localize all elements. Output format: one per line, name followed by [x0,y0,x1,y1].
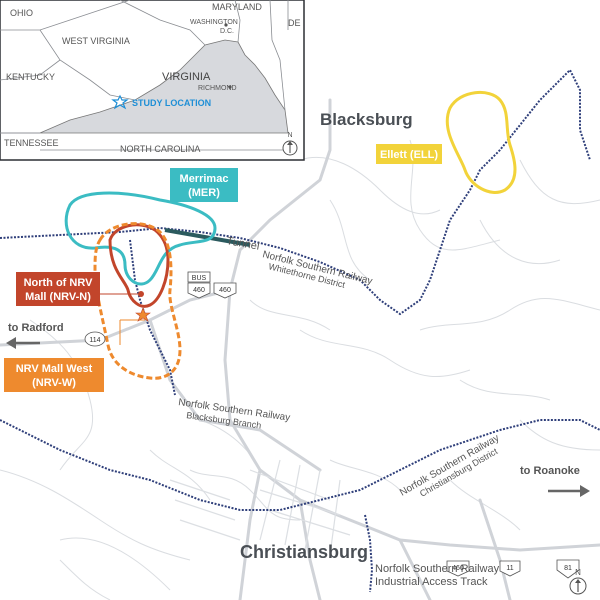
svg-text:11: 11 [506,565,513,572]
svg-text:460: 460 [219,287,231,294]
to-roanoke-direction: to Roanoke [520,465,590,497]
station-dot [138,291,144,297]
shield-us-460: 460 [213,282,237,299]
inset-west-virginia: WEST VIRGINIA [62,36,130,46]
town-street-grid [169,459,351,556]
svg-text:Ellett (ELL): Ellett (ELL) [380,149,438,161]
svg-text:(NRV-W): (NRV-W) [32,377,76,389]
inset-study-location: STUDY LOCATION [132,98,211,108]
inset-delaware: DE [288,18,301,28]
merrimac-boundary [64,191,217,286]
shield-460-label: 460 [193,287,205,294]
tunnel-label: Tunnel [225,235,260,253]
svg-text:N: N [287,132,292,139]
ellett-callout: Ellett (ELL) [376,144,442,164]
svg-text:114: 114 [89,337,100,344]
christiansburg-label: Christiansburg [240,542,368,562]
svg-text:81: 81 [564,565,572,572]
svg-text:(MER): (MER) [188,187,220,199]
tunnel-segment [164,228,251,247]
svg-text:NRV Mall West: NRV Mall West [16,363,93,375]
rail-christiansburg-district [0,419,600,511]
north-arrow-icon: N [569,568,587,595]
svg-text:to Radford: to Radford [8,322,64,334]
railways [0,68,600,593]
rail-label-industrial-2: Industrial Access Track [375,576,488,588]
svg-text:Merrimac: Merrimac [180,173,229,185]
shield-us-460-south: 460 [446,560,470,577]
rail-label-christiansburg-1: Norfolk Southern Railway [398,433,501,499]
inset-north-carolina: NORTH CAROLINA [120,144,200,154]
inset-north-arrow-icon: N [282,132,298,156]
station-star-icon [135,307,151,322]
inset-dc: D.C. [220,28,234,35]
inset-richmond: RICHMOND [198,85,237,92]
rail-blacksburg-branch [129,239,176,396]
left-arrow-icon [6,337,16,349]
inset-maryland: MARYLAND [212,2,262,12]
merrimac-callout: Merrimac (MER) [170,168,238,202]
shield-bus-label: BUS [192,275,207,282]
shield-route-11: 11 [499,560,521,577]
shield-interstate-81: 81 [556,559,580,579]
svg-text:N: N [575,568,581,577]
major-roads [0,98,600,600]
svg-text:to Roanoke: to Roanoke [520,465,580,477]
inset-ohio: OHIO [10,8,33,18]
ellett-boundary [445,90,517,194]
inset-virginia: VIRGINIA [162,71,211,83]
shield-route-114: 114 [84,331,106,347]
rail-whitethorne-district [0,68,591,316]
study-location-star-icon [111,94,129,110]
svg-text:460: 460 [452,565,464,572]
right-arrow-icon [580,485,590,497]
to-radford-direction: to Radford [6,322,64,349]
north-nrv-callout: North of NRV Mall (NRV-N) [16,272,100,306]
svg-text:Mall (NRV-N): Mall (NRV-N) [25,291,91,303]
blacksburg-label: Blacksburg [320,110,413,129]
richmond-dot [228,85,232,89]
washington-dot [224,23,228,27]
shield-bus-460: BUS 460 [187,271,211,299]
rail-label-industrial-1: Norfolk Southern Railway [375,563,500,575]
inset-washington: WASHINGTON [190,19,238,26]
inset-tennessee: TENNESSEE [4,138,59,148]
inset-kentucky: KENTUCKY [6,72,55,82]
rail-industrial-access [364,514,374,593]
nrv-west-callout: NRV Mall West (NRV-W) [4,358,104,392]
svg-text:North of NRV: North of NRV [24,277,94,289]
inset-locator-map: OHIO MARYLAND DE WEST VIRGINIA KENTUCKY … [0,0,305,161]
